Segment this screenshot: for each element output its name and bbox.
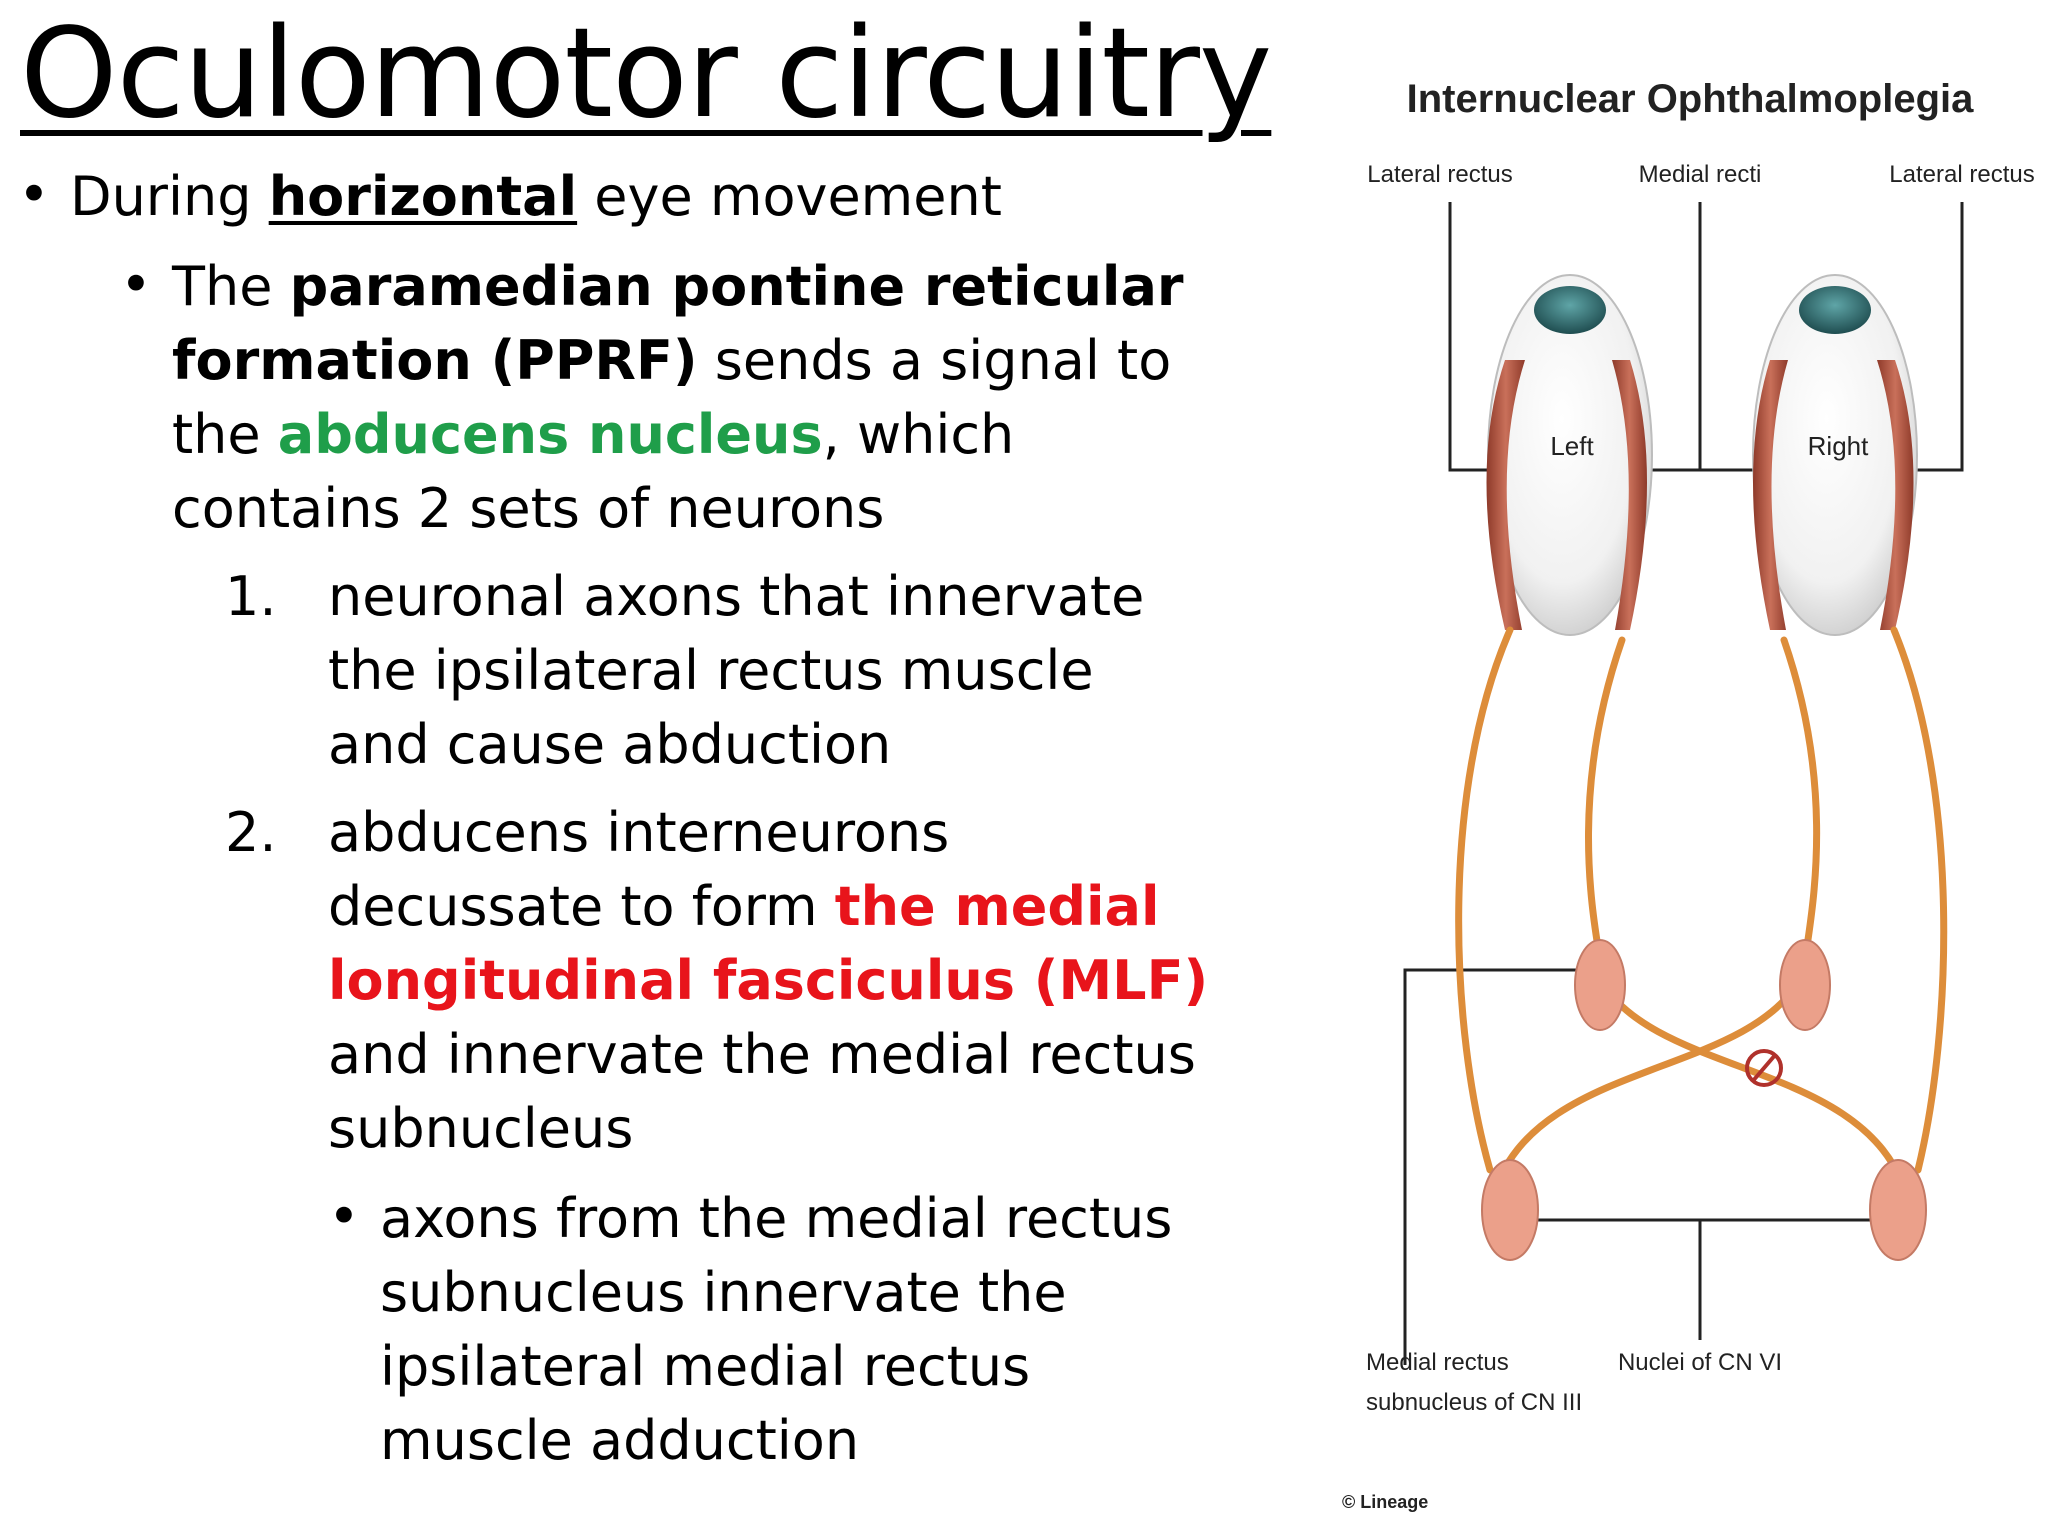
leader-lateral-rectus-right	[1898, 202, 1964, 472]
item-number-1: 1.	[225, 565, 277, 628]
label-eye-left: Left	[1550, 431, 1594, 461]
leader-medial-rectus-subnucleus	[1403, 968, 1620, 1365]
label-eye-right: Right	[1808, 431, 1869, 461]
mlf-lesion-icon	[1745, 1049, 1783, 1087]
bullet-marker: •	[18, 163, 50, 226]
item2-line3: longitudinal fasciculus (MLF)	[328, 949, 1209, 1012]
bullet-pprf-line3: the abducens nucleus, which	[172, 398, 1014, 472]
right-iris-icon	[1799, 286, 1871, 334]
subbullet-line4: muscle adduction	[380, 1409, 860, 1472]
right-abducens-nucleus	[1869, 1159, 1927, 1261]
text-run: , which	[822, 403, 1015, 466]
emphasis-pprf: paramedian pontine reticular	[289, 255, 1184, 318]
text-run: the	[172, 403, 278, 466]
left-medial-rectus-subnucleus	[1574, 939, 1626, 1031]
left-iris-icon	[1534, 286, 1606, 334]
text-run: The	[172, 255, 290, 318]
item1-line3: and cause abduction	[328, 713, 892, 776]
bullet-horizontal: During horizontal eye movement	[70, 160, 1002, 234]
item1-line1: neuronal axons that innervate	[328, 565, 1145, 628]
diagram-title: Internuclear Ophthalmoplegia	[1407, 77, 1975, 121]
right-medial-rectus-subnucleus	[1779, 939, 1831, 1031]
leader-lines	[1403, 202, 1964, 1365]
bullet-marker: •	[328, 1185, 360, 1248]
label-lateral-rectus-right: Lateral rectus	[1889, 161, 2034, 188]
text-run: eye movement	[577, 165, 1002, 228]
emphasis-mlf: the medial	[834, 875, 1160, 938]
bullet-pprf-line2: formation (PPRF) sends a signal to	[172, 324, 1171, 398]
label-medial-rectus-subnucleus-line2: subnucleus of CN III	[1366, 1389, 1582, 1416]
right-medial-rectus-muscle	[1753, 360, 1788, 630]
label-lateral-rectus-left: Lateral rectus	[1367, 161, 1512, 188]
label-nuclei-cn-vi: Nuclei of CN VI	[1618, 1349, 1782, 1376]
text-run: During	[70, 165, 269, 228]
left-lateral-rectus-muscle	[1486, 360, 1525, 630]
bullet-pprf-line4: contains 2 sets of neurons	[172, 477, 885, 540]
right-lateral-rectus-muscle	[1877, 360, 1914, 630]
nuclei	[1481, 939, 1927, 1261]
eye-left: Left	[1486, 274, 1653, 636]
subbullet-line1: axons from the medial rectus	[380, 1187, 1173, 1250]
nerve-left-outer	[1455, 626, 1514, 1174]
lesion-circle	[1745, 1049, 1783, 1087]
lesion-slash	[1750, 1052, 1778, 1084]
nerve-right-inner	[1780, 636, 1821, 964]
right-eyeball	[1752, 274, 1918, 636]
emphasis-horizontal: horizontal	[268, 165, 578, 228]
ino-diagram-svg: Internuclear Ophthalmoplegia Lateral rec…	[1342, 77, 2035, 1512]
item2-line5: subnucleus	[328, 1097, 634, 1160]
label-medial-recti: Medial recti	[1639, 161, 1762, 188]
mlf-right-to-left	[1488, 976, 1804, 1204]
eye-right: Right	[1752, 274, 1918, 636]
subbullet-line2: subnucleus innervate the	[380, 1261, 1067, 1324]
item2-line1: abducens interneurons	[328, 801, 950, 864]
emphasis-pprf: formation (PPRF)	[172, 329, 698, 392]
text-run: sends a signal to	[697, 329, 1172, 392]
text-run: decussate to form	[328, 875, 835, 938]
nerve-fibers	[1455, 626, 1948, 1204]
ino-diagram: Internuclear Ophthalmoplegia Lateral rec…	[1300, 30, 2040, 1520]
bullet-marker: •	[120, 253, 152, 316]
item1-line2: the ipsilateral rectus muscle	[328, 639, 1094, 702]
bullet-pprf-line1: The paramedian pontine reticular	[172, 250, 1184, 324]
label-medial-rectus-subnucleus-line1: Medial rectus	[1366, 1349, 1509, 1376]
left-medial-rectus-muscle	[1612, 360, 1647, 630]
nerve-right-outer	[1890, 626, 1948, 1174]
item-number-2: 2.	[225, 801, 277, 864]
label-copyright: © Lineage	[1342, 1492, 1428, 1512]
item2-line4: and innervate the medial rectus	[328, 1023, 1196, 1086]
left-abducens-nucleus	[1481, 1159, 1539, 1261]
nerve-left-inner	[1585, 636, 1626, 964]
item2-line2: decussate to form the medial	[328, 870, 1159, 944]
emphasis-abducens-nucleus: abducens nucleus	[277, 403, 823, 466]
subbullet-line3: ipsilateral medial rectus	[380, 1335, 1031, 1398]
mlf-left-to-right	[1596, 976, 1912, 1204]
slide-title: Oculomotor circuitry	[20, 2, 1272, 146]
